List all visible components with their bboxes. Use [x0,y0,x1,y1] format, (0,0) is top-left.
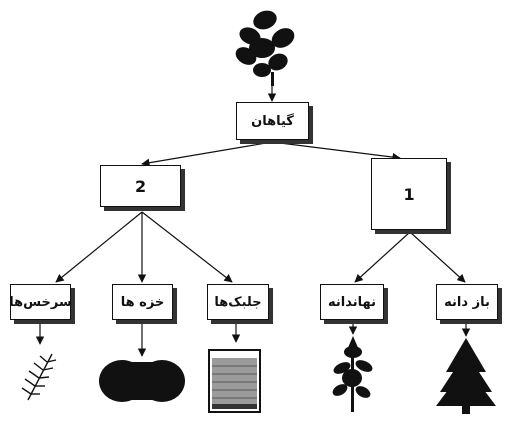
root-box-plants: گیاهان [236,102,309,140]
leaf-box-angiosperms: نهاندانه [320,284,384,320]
group-label: 2 [134,176,147,196]
leaf-box-algae: جلبک‌ها [207,284,269,320]
plant-leaves-icon [235,10,295,86]
group-label: 1 [403,184,415,204]
leaf-label: سرخس‌ها [9,294,72,310]
diagram-connectors [35,84,471,357]
group-box-2: 2 [100,165,181,207]
conifer-tree-icon [436,338,496,414]
leaf-label: باز دانه [444,294,490,310]
moss-clump-icon [99,360,185,402]
flowering-plant-icon [332,336,373,412]
leaf-label: نهاندانه [328,294,376,310]
leaf-box-mosses: خزه ها [112,284,173,320]
root-label: گیاهان [251,113,294,129]
leaf-box-gymnosperms: باز دانه [436,284,498,320]
algae-beaker-icon [208,349,261,413]
fern-frond-icon [21,353,57,401]
leaf-label: جلبک‌ها [214,294,262,310]
leaf-box-ferns: سرخس‌ها [9,284,72,320]
leaf-label: خزه ها [120,294,165,310]
group-box-1: 1 [371,158,447,230]
